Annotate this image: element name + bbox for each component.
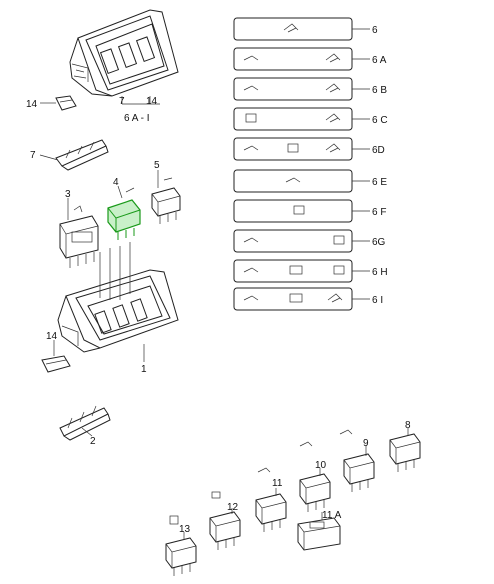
- switch-part-10[interactable]: [299, 473, 331, 512]
- car-icon: [243, 55, 259, 61]
- car-icon: [299, 441, 313, 447]
- car-icon: [243, 237, 259, 243]
- label-6: 6: [372, 25, 378, 36]
- car-icon: [243, 267, 259, 273]
- lamp-icon: [257, 467, 271, 473]
- callout-14-top-b: 14: [146, 96, 158, 107]
- lamp-icon: [283, 23, 299, 33]
- callout-11: 11: [272, 478, 283, 489]
- panel-6i[interactable]: [233, 287, 353, 311]
- seat-icon: [211, 491, 221, 499]
- seat-icon: [287, 143, 299, 153]
- switch-part-11[interactable]: [255, 493, 287, 532]
- label-6f: 6 F: [372, 207, 386, 218]
- panel-6[interactable]: [233, 17, 353, 41]
- label-6g: 6G: [372, 237, 386, 248]
- panel-6g[interactable]: [233, 229, 353, 253]
- panel-6b[interactable]: [233, 77, 353, 101]
- callout-9: 9: [363, 438, 369, 449]
- switch-mounting-strip-7[interactable]: [55, 139, 109, 171]
- switch-part-8[interactable]: [389, 433, 421, 472]
- top-console-assembly[interactable]: [69, 9, 179, 97]
- screen-icon: [289, 293, 303, 303]
- seat-icon: [293, 205, 305, 215]
- screen-icon: [289, 265, 303, 275]
- bracket-14-lower[interactable]: [41, 355, 71, 373]
- switch-part-13[interactable]: [165, 537, 197, 576]
- panel-6c[interactable]: [233, 107, 353, 131]
- label-6h: 6 H: [372, 267, 388, 278]
- callout-1: 1: [141, 364, 147, 375]
- seat-icon: [333, 235, 345, 245]
- seat-icon: [333, 265, 345, 275]
- car-icon: [339, 429, 353, 435]
- label-6e: 6 E: [372, 177, 387, 188]
- switch-mounting-strip-2[interactable]: [59, 405, 111, 441]
- callout-3: 3: [65, 189, 71, 200]
- switch-part-11a[interactable]: [297, 517, 341, 551]
- panel-6d[interactable]: [233, 137, 353, 161]
- car-icon: [243, 145, 259, 151]
- callout-5: 5: [154, 160, 160, 171]
- lamp-icon: [325, 53, 341, 63]
- label-6i: 6 I: [372, 295, 383, 306]
- callout-4: 4: [113, 177, 119, 188]
- symbol-icon: [125, 187, 135, 193]
- car-icon: [243, 295, 259, 301]
- callout-14-lower: 14: [46, 331, 58, 342]
- label-6a: 6 A: [372, 55, 387, 66]
- lamp-icon: [325, 83, 341, 93]
- callout-12: 12: [227, 502, 239, 513]
- callout-2: 2: [90, 436, 96, 447]
- callout-range: 6 A - I: [124, 113, 150, 124]
- switch-part-12[interactable]: [209, 511, 241, 550]
- panel-6a[interactable]: [233, 47, 353, 71]
- console-assembly-1[interactable]: [57, 242, 179, 353]
- bracket-top-left[interactable]: [55, 95, 77, 111]
- callout-14-top: 14: [26, 99, 38, 110]
- panel-6h[interactable]: [233, 259, 353, 283]
- callout-13: 13: [179, 524, 191, 535]
- panel-6e[interactable]: [233, 169, 353, 193]
- callout-10: 10: [315, 460, 327, 471]
- seat-icon: [245, 113, 257, 123]
- callout-7-top: 7: [119, 96, 125, 107]
- label-6d: 6D: [372, 145, 385, 156]
- callout-11a: 11 A: [322, 510, 342, 521]
- car-icon: [285, 177, 301, 183]
- switch-part-3[interactable]: [59, 215, 99, 268]
- car-icon: [243, 85, 259, 91]
- symbol-icon: [163, 177, 173, 181]
- panel-6f[interactable]: [233, 199, 353, 223]
- switch-part-5[interactable]: [151, 187, 181, 224]
- square-icon: [169, 515, 179, 525]
- switch-part-4-highlighted[interactable]: [107, 199, 141, 240]
- switch-part-9[interactable]: [343, 453, 375, 492]
- label-6b: 6 B: [372, 85, 387, 96]
- label-6c: 6 C: [372, 115, 388, 126]
- callout-8: 8: [405, 420, 411, 431]
- lamp-icon: [325, 143, 341, 153]
- lamp-icon: [327, 293, 343, 303]
- symbol-icon: [73, 205, 83, 213]
- callout-7: 7: [30, 150, 36, 161]
- lamp-icon: [325, 113, 341, 123]
